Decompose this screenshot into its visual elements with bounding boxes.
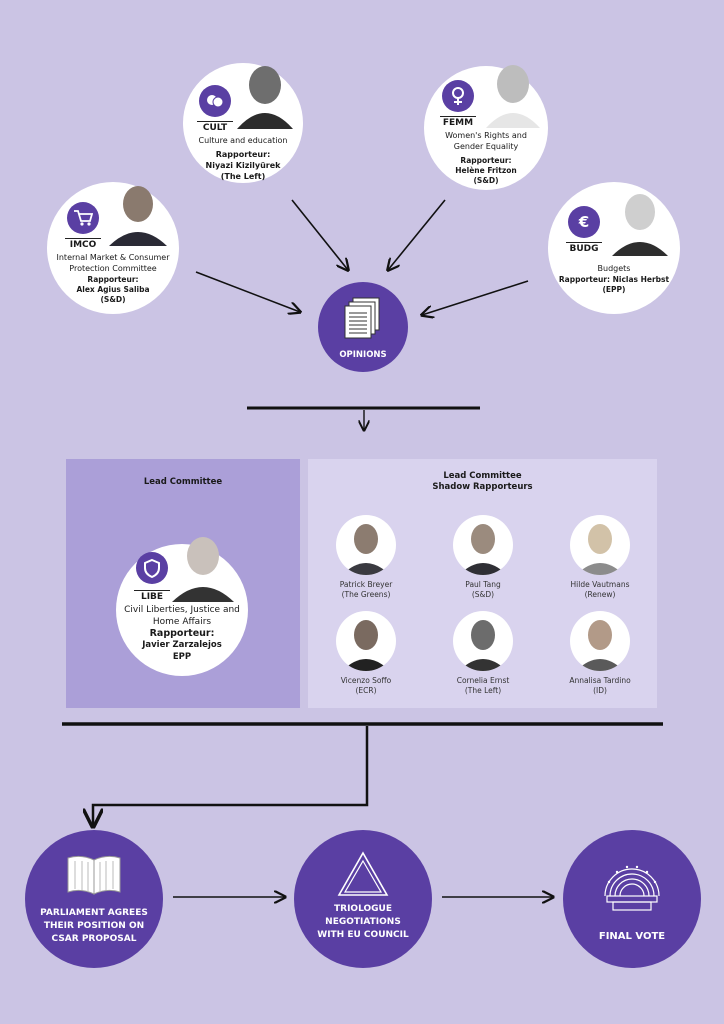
rapporteur-group: EPP — [172, 652, 192, 662]
rapporteur-name: Helène Fritzon — [455, 166, 517, 175]
rapporteur-group: (The Left) — [220, 172, 266, 181]
shadow-member-name: Vicenzo Soffo — [340, 676, 392, 685]
rapporteur-label: Rapporteur: — [87, 275, 139, 284]
rapporteur-name: Javier Zarzalejos — [142, 640, 222, 650]
step-final-vote: FINAL VOTE — [563, 830, 701, 968]
step-label-1: TRIOLOGUE — [334, 904, 392, 914]
shadow-member-name: Annalisa Tardino — [569, 676, 631, 685]
rapporteur-label: Rapporteur: — [149, 628, 215, 639]
committee-libe: LIBE Civil Liberties, Justice and Home A… — [116, 537, 248, 676]
committee-name-2: Protection Committee — [69, 264, 157, 273]
shadow-member-group: (The Left) — [464, 686, 502, 695]
step-triologue: TRIOLOGUE NEGOTIATIONS WITH EU COUNCIL — [294, 830, 432, 968]
committee-name: Budgets — [597, 264, 631, 273]
lead-committee-panel: Lead Committee LIBE Civil Liberties, Jus… — [66, 459, 300, 708]
committee-code: LIBE — [134, 590, 170, 602]
committee-budg: € BUDG Budgets Rapporteur: Niclas Herbst… — [548, 182, 680, 314]
arrow-cult — [291, 199, 348, 270]
rapporteur-photo — [610, 184, 670, 256]
arrow-femm — [388, 199, 446, 270]
step-label-3: WITH EU COUNCIL — [317, 930, 409, 940]
committee-code: BUDG — [566, 242, 602, 254]
shadow-rapporteurs-panel: Lead Committee Shadow Rapporteurs Patric… — [308, 459, 657, 708]
committee-code: IMCO — [65, 238, 101, 250]
step-label-2: NEGOTIATIONS — [325, 917, 401, 927]
committee-femm: FEMM Women's Rights and Gender Equality … — [424, 65, 548, 190]
shadow-member-name: Hilde Vautmans — [570, 580, 630, 589]
rapporteur-photo — [482, 56, 544, 128]
shadow-member-group: (Renew) — [584, 590, 616, 599]
arrow-imco — [195, 271, 300, 312]
shadow-photo — [336, 611, 396, 671]
step-parliament-position: PARLIAMENT AGREES THEIR POSITION ON CSAR… — [25, 830, 163, 968]
committee-name: Culture and education — [198, 136, 288, 145]
lead-committee-title: Lead Committee — [143, 477, 223, 487]
shadow-title-2: Shadow Rapporteurs — [432, 482, 533, 492]
rapporteur-photo — [107, 178, 169, 246]
committee-code: CULT — [197, 121, 233, 133]
rapporteur-photo — [235, 57, 295, 129]
shadow-photo — [453, 611, 513, 671]
open-book-icon — [65, 852, 123, 900]
rapporteur-group: (S&D) — [473, 176, 499, 185]
committee-name-1: Women's Rights and — [445, 131, 527, 140]
rapporteur-name: Alex Agius Saliba — [76, 285, 150, 294]
rapporteur-name: Niyazi Kizilyürek — [205, 161, 281, 170]
shadow-photo — [453, 515, 513, 575]
female-symbol-icon — [442, 80, 474, 112]
committee-code: FEMM — [440, 116, 476, 128]
shadow-member-group: (S&D) — [471, 590, 495, 599]
rapporteur-group: (S&D) — [100, 295, 126, 304]
shadow-member-group: (ECR) — [355, 686, 377, 695]
step-label-1: PARLIAMENT AGREES — [40, 908, 148, 918]
shadow-photo — [570, 515, 630, 575]
committee-name-2: Home Affairs — [152, 617, 212, 627]
shadow-member-name: Paul Tang — [465, 580, 501, 589]
rapporteur-label: Rapporteur: Niclas Herbst — [558, 275, 670, 284]
shadow-member-group: (The Greens) — [341, 590, 391, 599]
step-label-1: FINAL VOTE — [598, 931, 666, 942]
shield-icon — [136, 552, 168, 584]
committee-name-1: Civil Liberties, Justice and — [124, 605, 240, 615]
step-label-3: CSAR PROPOSAL — [51, 934, 137, 944]
committee-name-2: Gender Equality — [453, 142, 519, 151]
step-label-2: THEIR POSITION ON — [43, 921, 145, 931]
euro-coin-icon: € — [568, 206, 600, 238]
opinions-label: OPINIONS — [339, 350, 387, 360]
shadow-photo — [336, 515, 396, 575]
rapporteur-group: (EPP) — [602, 285, 626, 294]
theatre-masks-icon — [199, 85, 231, 117]
committee-name-1: Internal Market & Consumer — [56, 253, 170, 262]
shopping-cart-icon — [67, 202, 99, 234]
shadow-title-1: Lead Committee — [443, 471, 522, 481]
shadow-member-name: Cornelia Ernst — [456, 676, 510, 685]
rapporteur-label: Rapporteur: — [215, 150, 271, 159]
rapporteur-label: Rapporteur: — [460, 156, 512, 165]
committee-imco: IMCO Internal Market & Consumer Protecti… — [47, 182, 179, 314]
committee-cult: CULT Culture and education Rapporteur: N… — [183, 63, 303, 183]
parliament-hemicycle-icon — [599, 852, 665, 918]
elbow-connector — [93, 726, 369, 826]
shadow-member-name: Patrick Breyer — [339, 580, 393, 589]
shadow-photo — [570, 611, 630, 671]
rapporteur-photo — [170, 528, 236, 602]
documents-icon — [343, 296, 383, 344]
opinions-node: OPINIONS — [318, 282, 408, 372]
triangle-icon — [336, 850, 390, 902]
arrow-budg — [422, 280, 529, 315]
shadow-member-group: (ID) — [593, 686, 607, 695]
